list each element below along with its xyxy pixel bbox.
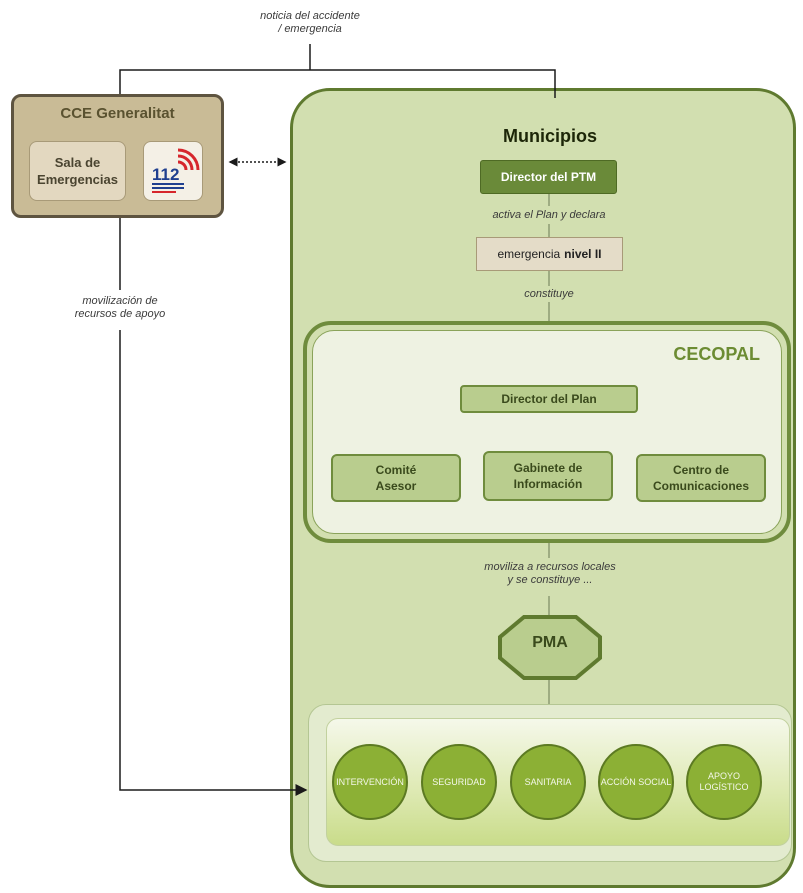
moviliza-label: moviliza a recursos locales y se constit… — [470, 561, 630, 587]
emergencia-box: emergencia nivel II — [476, 237, 623, 271]
group-apoyo-line1: APOYO — [707, 771, 740, 781]
comite-line1: Comité — [375, 463, 417, 477]
emergencia-prefix: emergencia — [497, 247, 561, 261]
noticia-annotation: noticia del accidente / emergencia — [240, 10, 380, 36]
group-sanitaria-circle: SANITARIA — [510, 744, 586, 820]
centro-line1: Centro de — [672, 463, 729, 477]
moviliza-line2: y se constituye ... — [507, 574, 593, 586]
sala-emergencias-box: Sala de Emergencias — [29, 141, 126, 201]
noticia-line2: / emergencia — [278, 23, 342, 35]
group-intervencion-circle: INTERVENCIÓN — [332, 744, 408, 820]
director-ptm-label: Director del PTM — [500, 170, 597, 184]
director-ptm-box: Director del PTM — [480, 160, 617, 194]
group-apoyo-logistico-circle: APOYO LOGÍSTICO — [686, 744, 762, 820]
logo-112-icon: 112 — [152, 148, 200, 193]
activa-label: activa el Plan y declara — [492, 209, 606, 221]
logo-112-box: 112 — [143, 141, 203, 201]
centro-line2: Comunicaciones — [652, 479, 750, 493]
pma-label: PMA — [532, 634, 568, 651]
gabinete-informacion-box: Gabinete de Información — [483, 451, 613, 501]
group-intervencion-label: INTERVENCIÓN — [336, 776, 404, 787]
group-seguridad-label: SEGURIDAD — [432, 776, 486, 787]
director-plan-label: Director del Plan — [501, 392, 597, 406]
comite-asesor-box: Comité Asesor — [331, 454, 461, 502]
director-plan-box: Director del Plan — [460, 385, 638, 413]
movilizacion-line2: recursos de apoyo — [74, 308, 166, 320]
movilizacion-annotation: movilización de recursos de apoyo — [45, 295, 195, 321]
group-accion-social-circle: ACCIÓN SOCIAL — [598, 744, 674, 820]
group-apoyo-line2: LOGÍSTICO — [699, 782, 749, 792]
constituye-label: constituye — [524, 288, 574, 300]
centro-comunicaciones-box: Centro de Comunicaciones — [636, 454, 766, 502]
movilizacion-line1: movilización de — [82, 295, 158, 307]
pma-octagon — [498, 615, 602, 680]
group-accion-social-label: ACCIÓN SOCIAL — [600, 776, 672, 787]
group-seguridad-circle: SEGURIDAD — [421, 744, 497, 820]
gabinete-line1: Gabinete de — [513, 461, 583, 475]
emergencia-level: nivel II — [564, 247, 602, 261]
comite-line2: Asesor — [375, 479, 417, 493]
moviliza-line1: moviliza a recursos locales — [484, 561, 616, 573]
group-sanitaria-label: SANITARIA — [524, 776, 572, 787]
sala-label-line1: Sala de — [54, 155, 101, 170]
logo-112-number: 112 — [152, 165, 179, 184]
noticia-line1: noticia del accidente — [260, 10, 360, 22]
municipios-title: Municipios — [503, 126, 597, 146]
sala-label-line2: Emergencias — [37, 172, 118, 187]
cce-title: CCE Generalitat — [60, 105, 175, 122]
gabinete-line2: Información — [513, 477, 583, 491]
cecopal-title: CECOPAL — [673, 344, 760, 364]
